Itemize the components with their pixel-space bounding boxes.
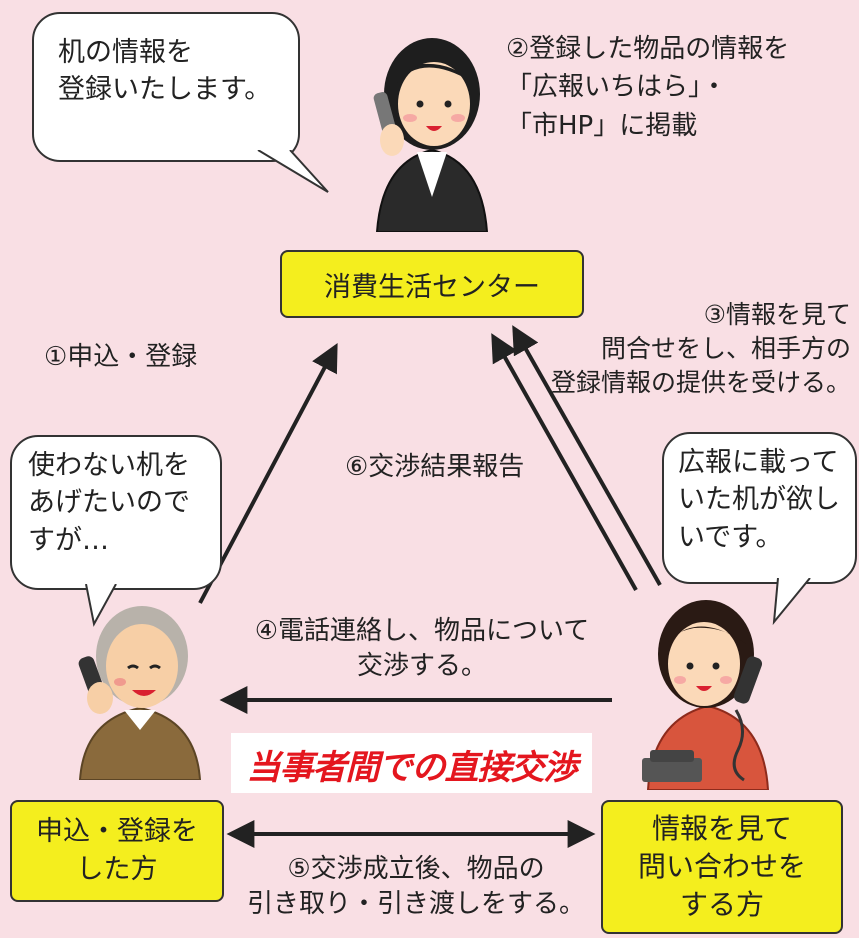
giver-speech-text: 使わない机を あげたいので すが… <box>28 450 190 556</box>
requester-box-label: 情報を見て 問い合わせを する方 <box>637 812 806 921</box>
step6-label: ⑥交渉結果報告 <box>345 452 525 482</box>
staff-speech-bubble: 机の情報を 登録いたします。 <box>32 12 300 162</box>
step1-label: ①申込・登録 <box>44 342 198 372</box>
staff-woman-on-phone-icon <box>373 38 489 232</box>
giver-box: 申込・登録を した方 <box>10 800 224 902</box>
giver-bubble-tail <box>85 584 117 627</box>
step4-label: ④電話連絡し、物品について 交渉する。 <box>254 616 590 682</box>
step5-label: ⑤交渉成立後、物品の 引き取り・引き渡しをする。 <box>246 854 585 920</box>
staff-speech-text: 机の情報を 登録いたします。 <box>58 37 272 106</box>
requester-speech-text: 広報に載って いた机が欲し いです。 <box>678 447 840 553</box>
arrow-step6 <box>491 333 638 591</box>
direct-negotiation-banner: 当事者間での直接交渉 <box>231 733 592 793</box>
woman-on-desk-phone-icon <box>642 600 770 790</box>
giver-speech-bubble: 使わない机を あげたいので すが… <box>10 435 222 590</box>
elderly-man-on-phone-icon <box>78 606 202 780</box>
staff-bubble-tail <box>257 150 329 193</box>
giver-box-label: 申込・登録を した方 <box>36 815 198 885</box>
step2-label: ②登録した物品の情報を 「広報いちはら」・ 「市HP」に掲載 <box>506 34 790 141</box>
step3-label: ③情報を見て 問合せをし、相手方の 登録情報の提供を受ける。 <box>550 300 851 397</box>
requester-speech-bubble: 広報に載って いた机が欲し いです。 <box>662 432 857 584</box>
requester-bubble-tail <box>772 578 811 626</box>
arrow-step1 <box>198 343 338 604</box>
direct-negotiation-text: 当事者間での直接交渉 <box>246 748 578 788</box>
arrow-step3 <box>512 325 662 586</box>
consumer-center-label: 消費生活センター <box>324 271 540 303</box>
requester-box: 情報を見て 問い合わせを する方 <box>601 800 843 934</box>
consumer-center-box: 消費生活センター <box>280 250 584 318</box>
